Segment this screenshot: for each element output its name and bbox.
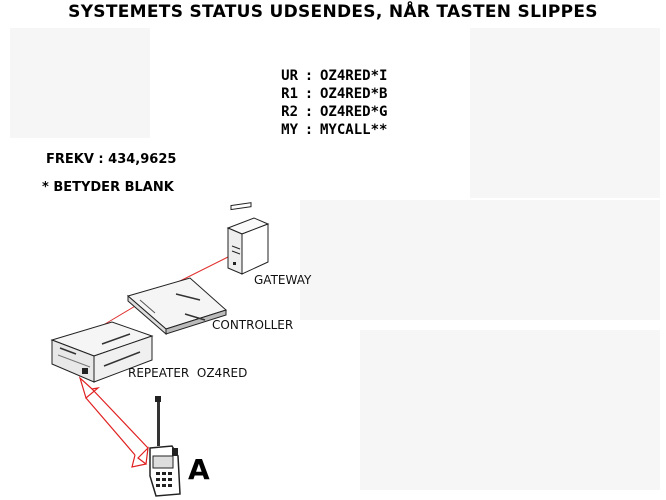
routing-line-ur: UR : OZ4RED*I	[0, 67, 666, 85]
background-block	[10, 28, 150, 138]
gateway-computer-icon	[226, 202, 270, 275]
handheld-radio-icon	[149, 396, 181, 497]
routing-separator: :	[304, 68, 314, 84]
routing-block: UR : OZ4RED*I R1 : OZ4RED*B R2 : OZ4RED*…	[0, 67, 666, 139]
routing-value: MYCALL**	[320, 122, 388, 138]
routing-key: MY	[281, 122, 298, 138]
gateway-label: GATEWAY	[254, 273, 312, 287]
routing-value: OZ4RED*B	[320, 86, 388, 102]
controller-rack-icon	[126, 277, 227, 336]
routing-value: OZ4RED*G	[320, 104, 388, 120]
frequency-label: FREKV : 434,9625	[46, 152, 177, 167]
background-block	[300, 200, 660, 320]
background-block	[360, 330, 660, 490]
controller-label: CONTROLLER	[212, 318, 294, 332]
repeater-label: REPEATER OZ4RED	[128, 366, 248, 380]
background-block	[470, 28, 660, 198]
radio-link-arrow	[78, 376, 149, 468]
station-a-label: A	[188, 453, 210, 486]
blank-note: * BETYDER BLANK	[42, 180, 174, 195]
routing-key: R1	[281, 86, 298, 102]
routing-separator: :	[304, 104, 314, 120]
routing-line-my: MY : MYCALL**	[0, 121, 666, 139]
routing-line-r2: R2 : OZ4RED*G	[0, 103, 666, 121]
routing-line-r1: R1 : OZ4RED*B	[0, 85, 666, 103]
routing-separator: :	[304, 86, 314, 102]
page-title: SYSTEMETS STATUS UDSENDES, NÅR TASTEN SL…	[68, 2, 598, 22]
routing-key: UR	[281, 68, 298, 84]
routing-value: OZ4RED*I	[320, 68, 388, 84]
repeater-rack-icon	[50, 321, 154, 383]
routing-separator: :	[304, 122, 314, 138]
routing-key: R2	[281, 104, 298, 120]
